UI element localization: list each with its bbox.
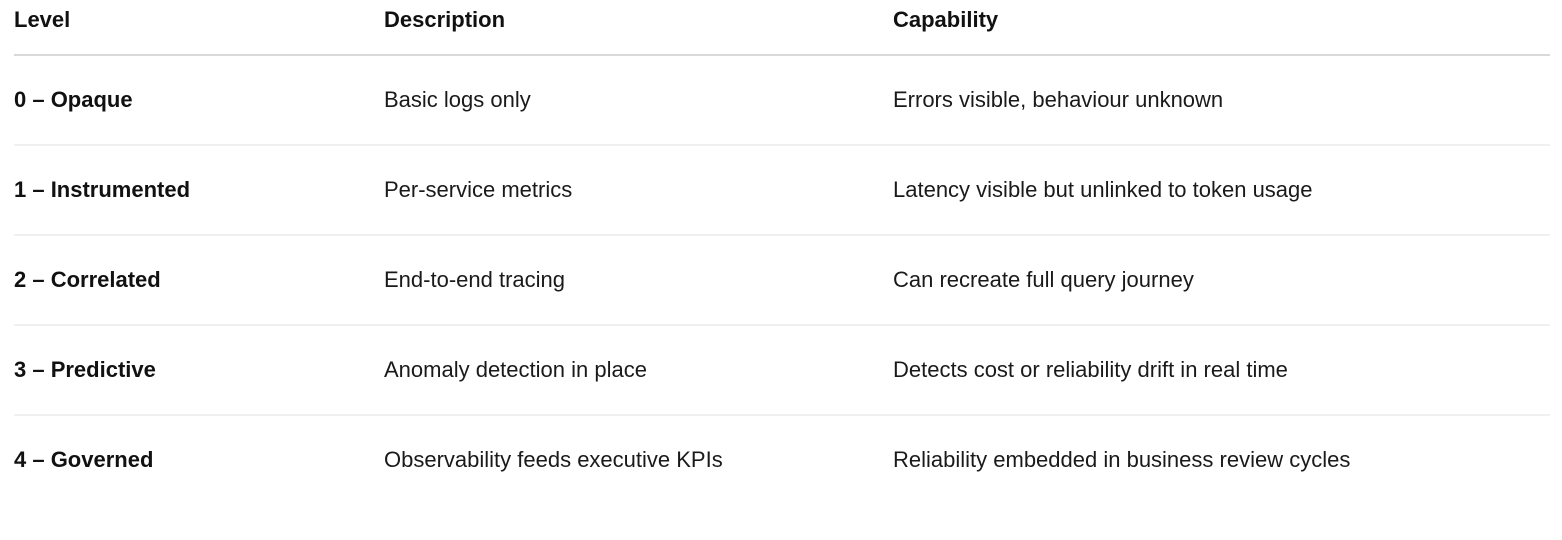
column-header-capability: Capability xyxy=(893,0,1550,56)
table-row: 4 – Governed Observability feeds executi… xyxy=(14,415,1550,504)
capability-cell: Can recreate full query journey xyxy=(893,235,1550,326)
level-cell: 3 – Predictive xyxy=(14,325,384,416)
level-cell: 2 – Correlated xyxy=(14,235,384,326)
table-row: 1 – Instrumented Per-service metrics Lat… xyxy=(14,145,1550,236)
level-cell: 1 – Instrumented xyxy=(14,145,384,236)
capability-cell: Detects cost or reliability drift in rea… xyxy=(893,325,1550,416)
capability-cell: Latency visible but unlinked to token us… xyxy=(893,145,1550,236)
table-row: 3 – Predictive Anomaly detection in plac… xyxy=(14,325,1550,416)
maturity-table-container: Level Description Capability 0 – Opaque … xyxy=(14,0,1550,504)
table-row: 0 – Opaque Basic logs only Errors visibl… xyxy=(14,55,1550,146)
description-cell: Basic logs only xyxy=(384,55,893,146)
table-header-row: Level Description Capability xyxy=(14,0,1550,56)
level-cell: 4 – Governed xyxy=(14,447,154,472)
capability-cell: Reliability embedded in business review … xyxy=(893,447,1351,472)
description-cell: Observability feeds executive KPIs xyxy=(384,447,723,472)
column-header-description: Description xyxy=(384,0,893,56)
table-row: 2 – Correlated End-to-end tracing Can re… xyxy=(14,235,1550,326)
column-header-level: Level xyxy=(14,0,384,56)
description-cell: Per-service metrics xyxy=(384,145,893,236)
capability-cell: Errors visible, behaviour unknown xyxy=(893,55,1550,146)
maturity-table: Level Description Capability 0 – Opaque … xyxy=(14,0,1550,504)
level-cell: 0 – Opaque xyxy=(14,55,384,146)
description-cell: Anomaly detection in place xyxy=(384,325,893,416)
description-cell: End-to-end tracing xyxy=(384,235,893,326)
